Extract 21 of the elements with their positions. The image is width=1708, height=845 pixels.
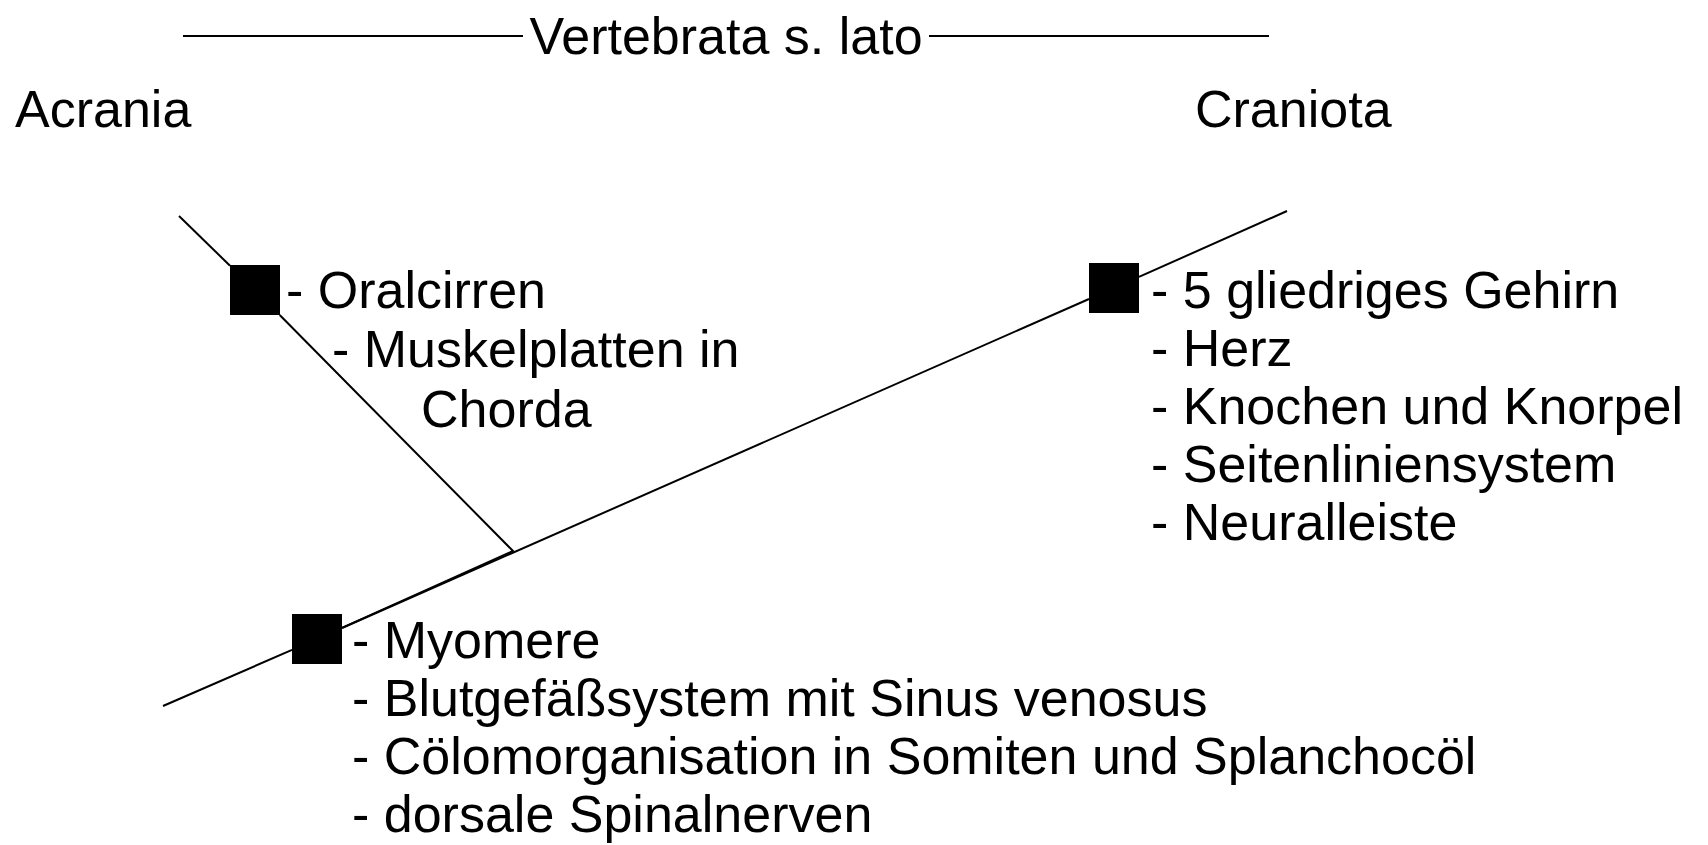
- trait-text: - Herz: [1151, 319, 1294, 377]
- apomorphy-square: [230, 265, 280, 315]
- trait-text: - Muskelplatten in Chorda: [332, 319, 741, 439]
- trait-text: - 5 gliedriges Gehirn: [1151, 261, 1621, 319]
- branch-line: [278, 314, 515, 629]
- branch-line: [162, 648, 293, 707]
- taxon-label: Acrania: [15, 79, 192, 139]
- trait-text: - Oralcirren: [286, 261, 548, 319]
- trait-text: - Seitenliniensystem: [1151, 435, 1618, 493]
- trait-text: - Neuralleiste: [1151, 493, 1459, 551]
- taxon-label: Craniota: [1195, 79, 1392, 139]
- trait-text: - Blutgefäßsystem mit Sinus venosus: [352, 669, 1209, 727]
- trait-text: - Myomere: [352, 611, 602, 669]
- trait-text: - Cölomorganisation in Somiten und Splanchocöl: [352, 727, 1478, 785]
- branch-line: [178, 215, 231, 267]
- apomorphy-square: [1089, 263, 1139, 313]
- trait-text: - Knochen und Knorpel: [1151, 377, 1684, 435]
- trait-text: - dorsale Spinalnerven: [352, 785, 874, 843]
- title: Vertebrata s. lato: [528, 6, 924, 66]
- branch-line: [1138, 210, 1288, 278]
- apomorphy-square: [292, 614, 342, 664]
